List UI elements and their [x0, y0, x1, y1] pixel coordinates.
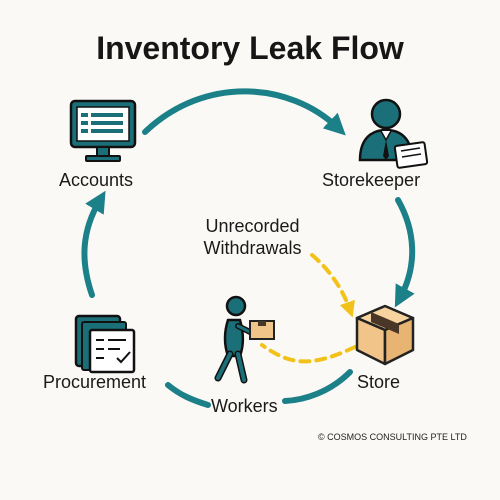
node-label-accounts: Accounts	[59, 170, 134, 190]
annotation-line-2: Withdrawals	[203, 238, 302, 258]
arrow-store-to-workers	[282, 369, 353, 404]
arrow-accounts-to-storekeeper	[142, 88, 346, 136]
unrecorded-withdrawals-label: Unrecorded Withdrawals	[185, 215, 320, 259]
node-label-store: Store	[357, 372, 401, 392]
annotation-line-1: Unrecorded	[205, 216, 300, 236]
node-label-procurement: Procurement	[43, 372, 147, 392]
leak-arrow-store-to-workers	[260, 343, 357, 364]
node-label-workers: Workers	[211, 396, 278, 416]
computer-monitor-icon	[69, 99, 137, 162]
copyright-notice: © COSMOS CONSULTING PTE LTD	[318, 432, 467, 442]
cardboard-box-icon	[355, 304, 415, 366]
storekeeper-person-icon	[358, 98, 429, 169]
diagram-title: Inventory Leak Flow	[96, 30, 404, 66]
documents-checklist-icon	[74, 314, 136, 374]
arrow-workers-to-procurement	[165, 382, 211, 408]
worker-carrying-box-icon	[214, 295, 275, 384]
arrow-storekeeper-to-store	[394, 197, 416, 308]
leak-arrow-withdrawals-to-store	[310, 253, 355, 318]
arrow-procurement-to-accounts	[81, 190, 106, 298]
node-label-storekeeper: Storekeeper	[322, 170, 421, 190]
